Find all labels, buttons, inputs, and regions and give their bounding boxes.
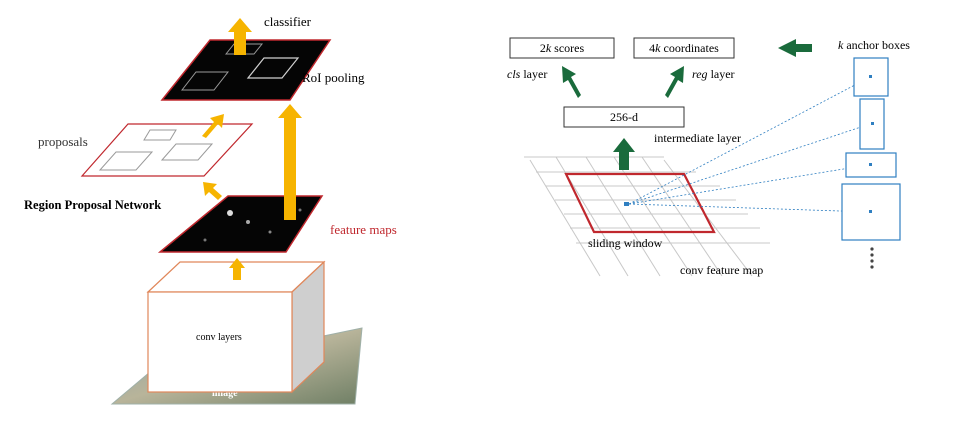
arrow-features-to-proposals-icon [203,182,222,200]
left-diagram: image conv layers feature maps Region Pr… [24,14,397,405]
anchor-connector-lines [628,76,871,213]
feature-maps-label: feature maps [330,222,397,237]
conv-feature-map-label: conv feature map [680,263,763,277]
reg-coordinates-box [633,37,735,59]
roi-pooling-plane: RoI pooling [160,39,365,101]
arrow-conv-to-features-icon [229,258,245,280]
rpn-label: Region Proposal Network [24,198,161,212]
arrow-proposals-to-roi-icon [202,114,224,138]
arrow-features-to-roi-icon [278,104,302,220]
more-anchors-ellipsis-icon [870,247,874,269]
cls-scores-box [509,37,615,59]
image-label: image [212,388,238,399]
right-diagram: sliding window conv feature map 256-d in… [507,37,910,277]
proposals-plane: proposals [38,123,254,177]
intermediate-layer-label: intermediate layer [654,131,741,145]
sliding-window-label: sliding window [588,236,663,250]
cls-scores-text: 2k scores [540,41,585,55]
conv-feature-map-grid [524,156,770,277]
intermediate-box-label: 256-d [610,110,638,124]
arrow-to-reg-icon [665,66,684,98]
classifier-label: classifier [264,14,312,29]
conv-layers-label: conv layers [196,332,242,343]
roi-pooling-label: RoI pooling [302,70,365,85]
arrow-window-to-intermediate-icon [613,138,635,170]
anchor-boxes [841,57,901,241]
cls-layer-label: cls layer [507,67,547,81]
anchor-boxes-label: k anchor boxes [838,38,910,52]
proposals-label: proposals [38,134,88,149]
reg-coordinates-text: 4k coordinates [649,41,719,55]
arrow-anchors-to-outputs-icon [778,39,812,57]
arrow-roi-to-classifier-icon [228,18,252,55]
sliding-window-box [564,172,716,234]
feature-maps-plane: feature maps [157,195,397,253]
sliding-window-center [624,202,629,206]
conv-layers-box: conv layers [146,260,326,394]
intermediate-box [563,106,685,128]
arrow-to-cls-icon [562,66,581,98]
reg-layer-label: reg layer [692,67,735,81]
